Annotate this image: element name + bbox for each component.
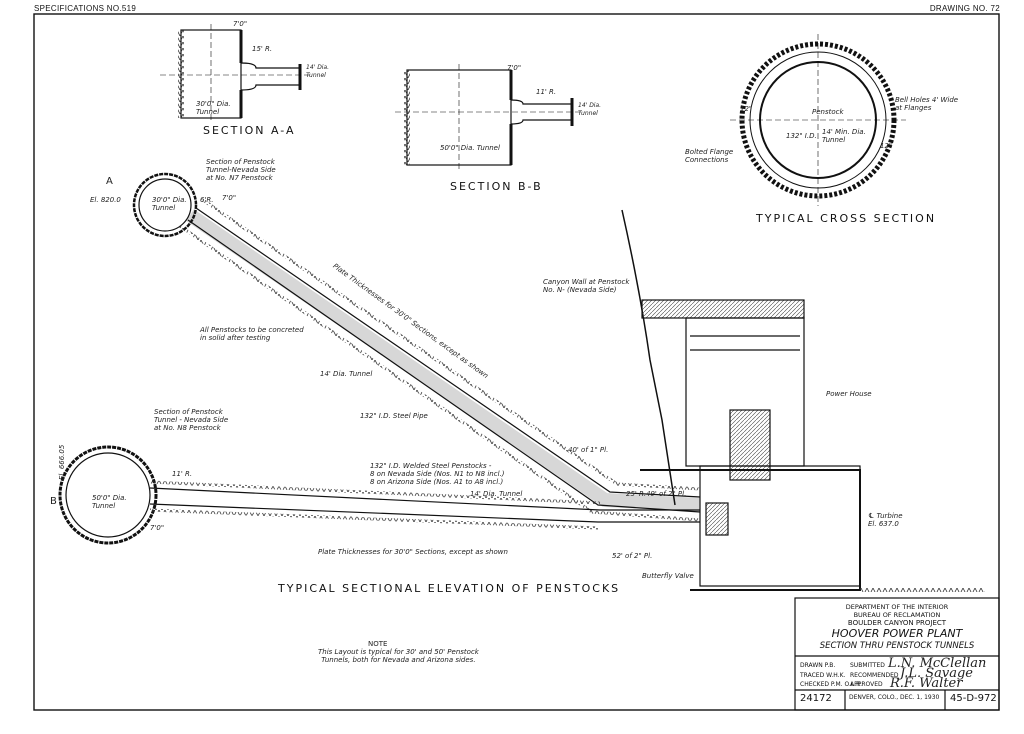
radius-6: 6'R. — [200, 196, 214, 204]
section-aa-small: 14' Dia. Tunnel — [306, 64, 330, 79]
radius-11: 11' R. — [172, 470, 193, 478]
marker-a: A — [106, 176, 113, 187]
tb-project: BOULDER CANYON PROJECT — [847, 619, 947, 627]
signature-3: R.F. Walter — [890, 676, 963, 691]
tunnel-14-lower: 14' Dia. Tunnel — [470, 490, 523, 498]
section-bb-dim: 7'0" — [507, 64, 522, 72]
el-820: El. 820.0 — [90, 196, 121, 204]
power-house-label: Power House — [826, 390, 872, 398]
section-bb-tunnel: 50'0" Dia. Tunnel — [440, 144, 500, 152]
tb-recommended: RECOMMENDED — [850, 672, 899, 679]
tb-bureau: BUREAU OF RECLAMATION — [853, 611, 941, 619]
elevation-title: TYPICAL SECTIONAL ELEVATION OF PENSTOCKS — [278, 582, 621, 595]
lower-penstock-drawing — [58, 445, 700, 545]
tb-plant: HOOVER POWER PLANT — [831, 627, 963, 640]
plate-40: 40' of 1" Pl. — [568, 446, 609, 454]
canyon-wall: Canyon Wall at Penstock No. N- (Nevada S… — [543, 278, 630, 294]
cross-c1: 12" — [740, 105, 753, 113]
section-aa-drawing — [160, 24, 310, 122]
section-bb-drawing — [395, 64, 585, 170]
tb-submitted: SUBMITTED — [850, 662, 885, 669]
plate-52: 52' of 2" Pl. — [612, 552, 653, 560]
tb-traced: TRACED W.H.K. — [800, 672, 846, 679]
cross-section-title: TYPICAL CROSS SECTION — [756, 212, 937, 225]
cross-c2: 12" — [880, 142, 893, 150]
dim-7: 7'0" — [222, 194, 237, 202]
cross-min-dia: 14' Min. Dia. Tunnel — [822, 128, 866, 144]
dia30-label: 30'0" Dia. Tunnel — [152, 196, 187, 212]
tb-drawn: DRAWN P.B. — [800, 662, 836, 669]
tb-subject: SECTION THRU PENSTOCK TUNNELS — [819, 641, 975, 651]
tb-approved: APPROVED — [850, 681, 883, 688]
cross-section-drawing — [730, 34, 906, 206]
welded-penstocks: 132" I.D. Welded Steel Penstocks - 8 on … — [370, 462, 505, 486]
turbine-label: ℄ Turbine El. 637.0 — [868, 512, 903, 528]
signature-1: L.N. McClellan — [888, 656, 987, 671]
section-aa-dim: 7'0" — [233, 20, 248, 28]
marker-b: B — [50, 496, 57, 507]
cross-dim: 132" I.D. — [786, 132, 817, 140]
note-text: This Layout is typical for 30' and 50' P… — [318, 648, 479, 664]
specifications-number: SPECIFICATIONS NO.519 — [34, 4, 137, 13]
plate-49: 49' of 2" Pl. — [646, 490, 687, 498]
tunnel-14-upper: 14' Dia. Tunnel — [320, 370, 373, 378]
signature-2: J.L. Savage — [900, 666, 973, 681]
note-heading: NOTE — [368, 640, 388, 648]
concrete-note: All Penstocks to be concreted in solid a… — [200, 326, 304, 342]
cross-penstock: Penstock — [812, 108, 844, 116]
tb-checked: CHECKED P.M. O.L.R. — [800, 681, 863, 688]
tb-number: 24172 — [800, 693, 832, 704]
section-n7-note: Section of Penstock Tunnel-Nevada Side a… — [206, 158, 276, 182]
drawing-border — [33, 13, 1000, 711]
section-bb-small: 14' Dia. Tunnel — [578, 102, 602, 117]
steel-pipe: 132" I.D. Steel Pipe — [360, 412, 428, 420]
dim-7-lower: 7'0" — [150, 524, 165, 532]
drawing-number: DRAWING NO. 72 — [929, 4, 1000, 13]
el-666: El. 666.05 — [58, 444, 66, 480]
section-aa-tunnel: 30'0" Dia. Tunnel — [196, 100, 231, 116]
section-n8-note: Section of Penstock Tunnel - Nevada Side… — [154, 408, 229, 432]
section-bb-title: SECTION B-B — [450, 180, 543, 193]
tb-place-date: DENVER, COLO., DEC. 1, 1930 — [849, 694, 940, 701]
radius-25: 25' R. — [626, 490, 647, 498]
section-bb-radius: 11' R. — [536, 88, 557, 96]
plate-thickness-lower: Plate Thicknesses for 30'0" Sections, ex… — [318, 548, 508, 556]
dia50-label: 50'0" Dia. Tunnel — [92, 494, 127, 510]
section-aa-title: SECTION A-A — [203, 124, 296, 137]
cross-bell-holes: Bell Holes 4' Wide at Flanges — [895, 96, 959, 112]
tb-dept: DEPARTMENT OF THE INTERIOR — [845, 603, 949, 611]
butterfly-valve: Butterfly Valve — [642, 572, 694, 580]
cross-flange: Bolted Flange Connections — [685, 148, 734, 164]
title-block-frame — [794, 597, 1000, 711]
section-aa-radius: 15' R. — [252, 45, 273, 53]
tb-code: 45-D-972 — [950, 693, 997, 704]
power-house-drawing — [621, 209, 985, 592]
